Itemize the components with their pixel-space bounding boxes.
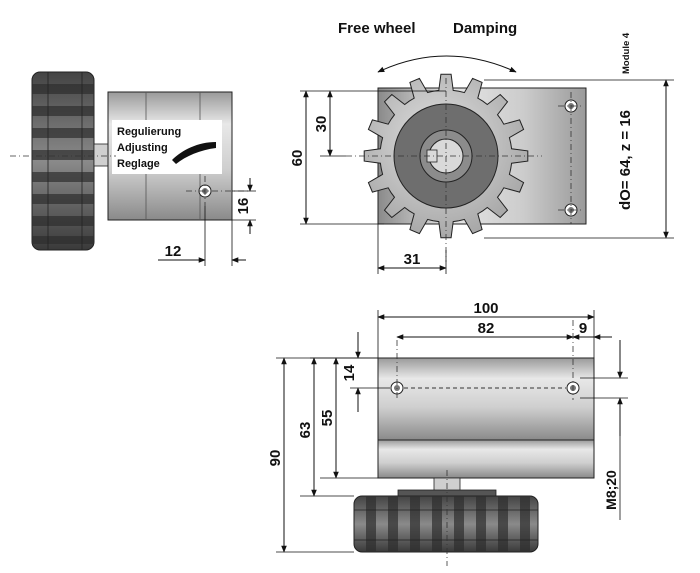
damping-label: Damping [453, 20, 517, 37]
rotation-arrow-icon [377, 55, 517, 73]
adjusting-label-plate: Regulierung Adjusting Reglage [112, 120, 222, 174]
adjust-wedge-icon [172, 142, 216, 164]
dim-30: 30 [313, 116, 330, 133]
knurled-knob-bottom [353, 495, 539, 553]
side-view: Regulierung Adjusting Reglage 16 12 [10, 71, 256, 266]
bottom-view: 100 82 9 14 55 63 90 M8;20 [267, 300, 628, 566]
gear-spec-label: dO= 64, z = 16 [617, 110, 634, 210]
dim-60: 60 [289, 150, 306, 167]
dim-31: 31 [404, 251, 421, 268]
thread-spec: M8;20 [603, 470, 619, 510]
adjust-label-en: Adjusting [117, 142, 168, 154]
damper-housing-top [377, 357, 595, 441]
dim-90: 90 [267, 450, 284, 467]
front-view: Free wheel Damping Module 4 60 30 31 dO=… [289, 20, 674, 274]
dim-14: 14 [341, 364, 358, 381]
dim-16: 16 [235, 198, 252, 215]
module-label: Module 4 [621, 32, 632, 74]
dim-55: 55 [319, 410, 336, 427]
free-wheel-label: Free wheel [338, 20, 416, 37]
knurled-knob [31, 71, 95, 251]
adjust-label-de: Regulierung [117, 126, 181, 138]
adjust-label-fr: Reglage [117, 158, 160, 170]
dim-82: 82 [478, 320, 495, 337]
dim-100: 100 [473, 300, 498, 317]
dim-12: 12 [165, 243, 182, 260]
dim-9: 9 [579, 320, 587, 337]
dim-63: 63 [297, 422, 314, 439]
